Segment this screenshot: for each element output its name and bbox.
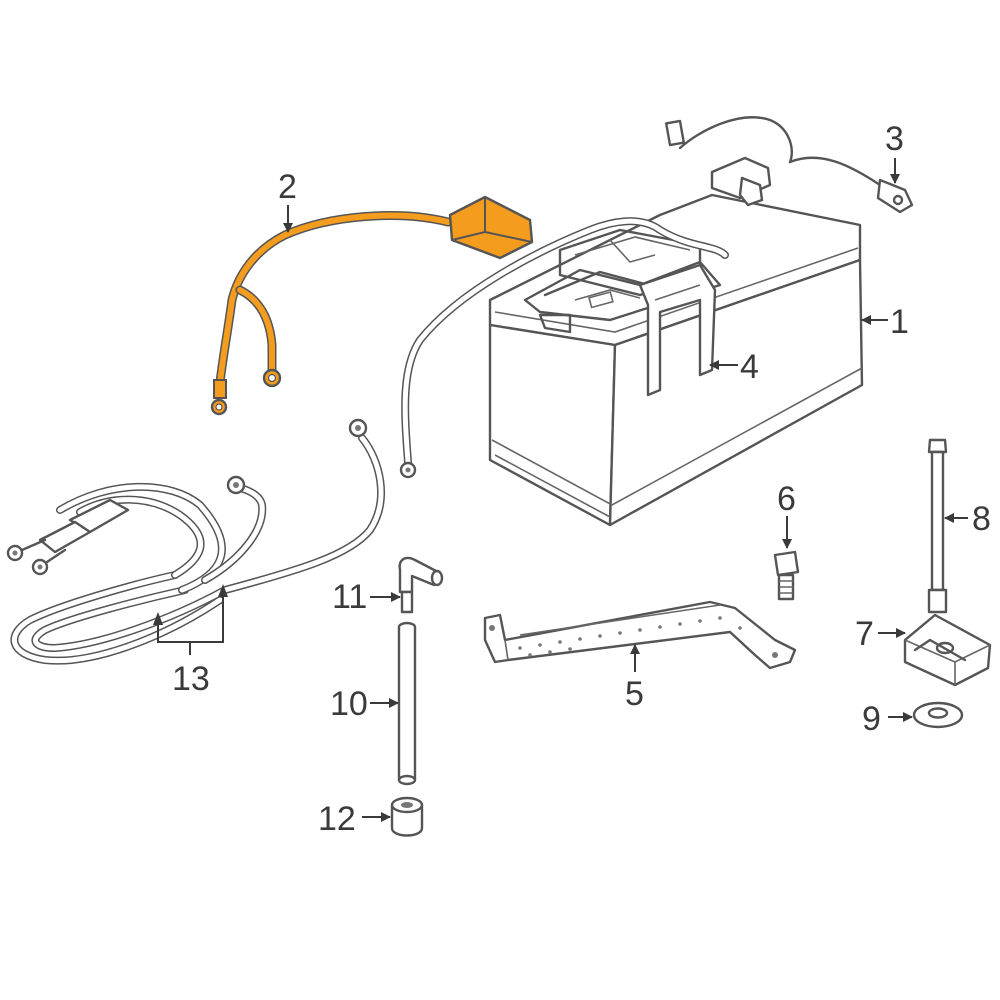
battery-tray-bracket[interactable] — [483, 600, 797, 670]
positive-battery-cable-highlighted[interactable] — [210, 195, 534, 416]
callout-7: 7 — [855, 615, 874, 653]
grommet[interactable] — [390, 796, 424, 837]
washer[interactable] — [912, 701, 964, 729]
battery-ground-cable[interactable] — [399, 217, 729, 479]
callout-5: 5 — [625, 675, 644, 713]
callout-labels: 1 2 3 4 5 6 7 8 9 10 11 12 13 — [172, 120, 991, 838]
callout-2: 2 — [278, 168, 297, 206]
callout-1: 1 — [890, 303, 909, 341]
battery-sensor-cable[interactable] — [664, 116, 914, 214]
battery[interactable] — [488, 193, 864, 527]
leader-lines — [153, 158, 968, 822]
callout-4: 4 — [740, 348, 759, 386]
vent-tube[interactable] — [397, 621, 417, 786]
callout-8: 8 — [972, 500, 991, 538]
callout-12: 12 — [318, 800, 356, 838]
bolt[interactable] — [773, 550, 800, 601]
callout-3: 3 — [885, 120, 904, 158]
callout-11: 11 — [332, 578, 367, 616]
elbow-connector[interactable] — [398, 556, 444, 614]
hold-down-strap[interactable] — [638, 263, 717, 397]
callout-13: 13 — [172, 660, 210, 698]
callout-9: 9 — [862, 700, 881, 738]
callout-6: 6 — [777, 480, 796, 518]
callout-10: 10 — [330, 685, 368, 723]
clamp-block[interactable] — [903, 613, 992, 687]
battery-cable-set[interactable] — [6, 418, 385, 665]
threaded-rod[interactable] — [927, 438, 948, 614]
